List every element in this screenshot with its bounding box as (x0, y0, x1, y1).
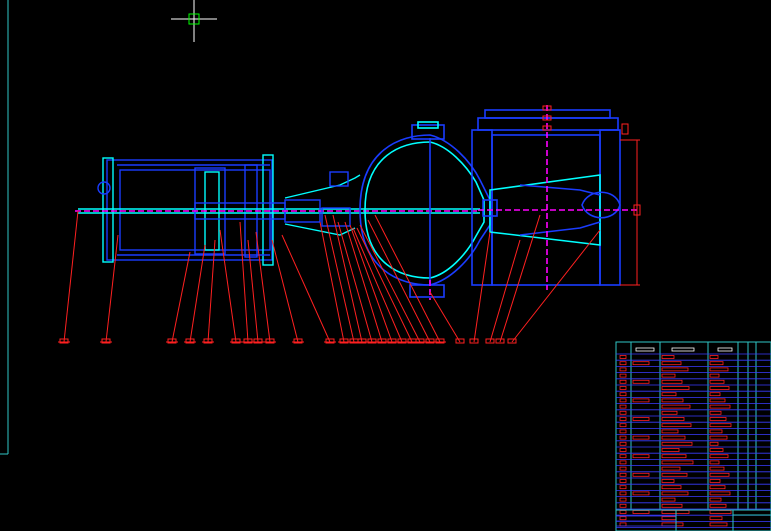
crosshair-cursor-icon (171, 0, 217, 42)
yoke-link (284, 171, 361, 236)
leader-6 (219, 229, 242, 344)
valve-bonnet (359, 121, 491, 300)
leader-1 (58, 210, 79, 344)
valve-body (471, 105, 640, 290)
leader-right-2 (469, 231, 491, 344)
leader-5 (202, 239, 216, 344)
leader-8 (247, 239, 264, 344)
actuator-cylinder (97, 154, 274, 266)
dimension-marks (542, 105, 641, 286)
leader-11 (281, 234, 336, 344)
leader-21 (367, 219, 436, 344)
part-leader-lines (58, 210, 601, 344)
leader-right-5 (507, 229, 601, 344)
leader-4 (184, 244, 206, 344)
leader-16 (344, 221, 388, 344)
leader-10 (271, 239, 304, 344)
parts-list-table (615, 341, 771, 531)
table-border (615, 341, 771, 531)
leader-9 (255, 231, 276, 344)
leader-3 (166, 251, 191, 344)
leader-right-4 (495, 214, 541, 344)
piston-rod (75, 199, 480, 223)
leader-22 (374, 214, 446, 344)
leader-right-1 (429, 291, 465, 344)
leader-12 (319, 221, 350, 344)
leader-2 (100, 234, 119, 344)
leader-right-3 (485, 239, 521, 344)
sheet-frame (0, 0, 9, 455)
